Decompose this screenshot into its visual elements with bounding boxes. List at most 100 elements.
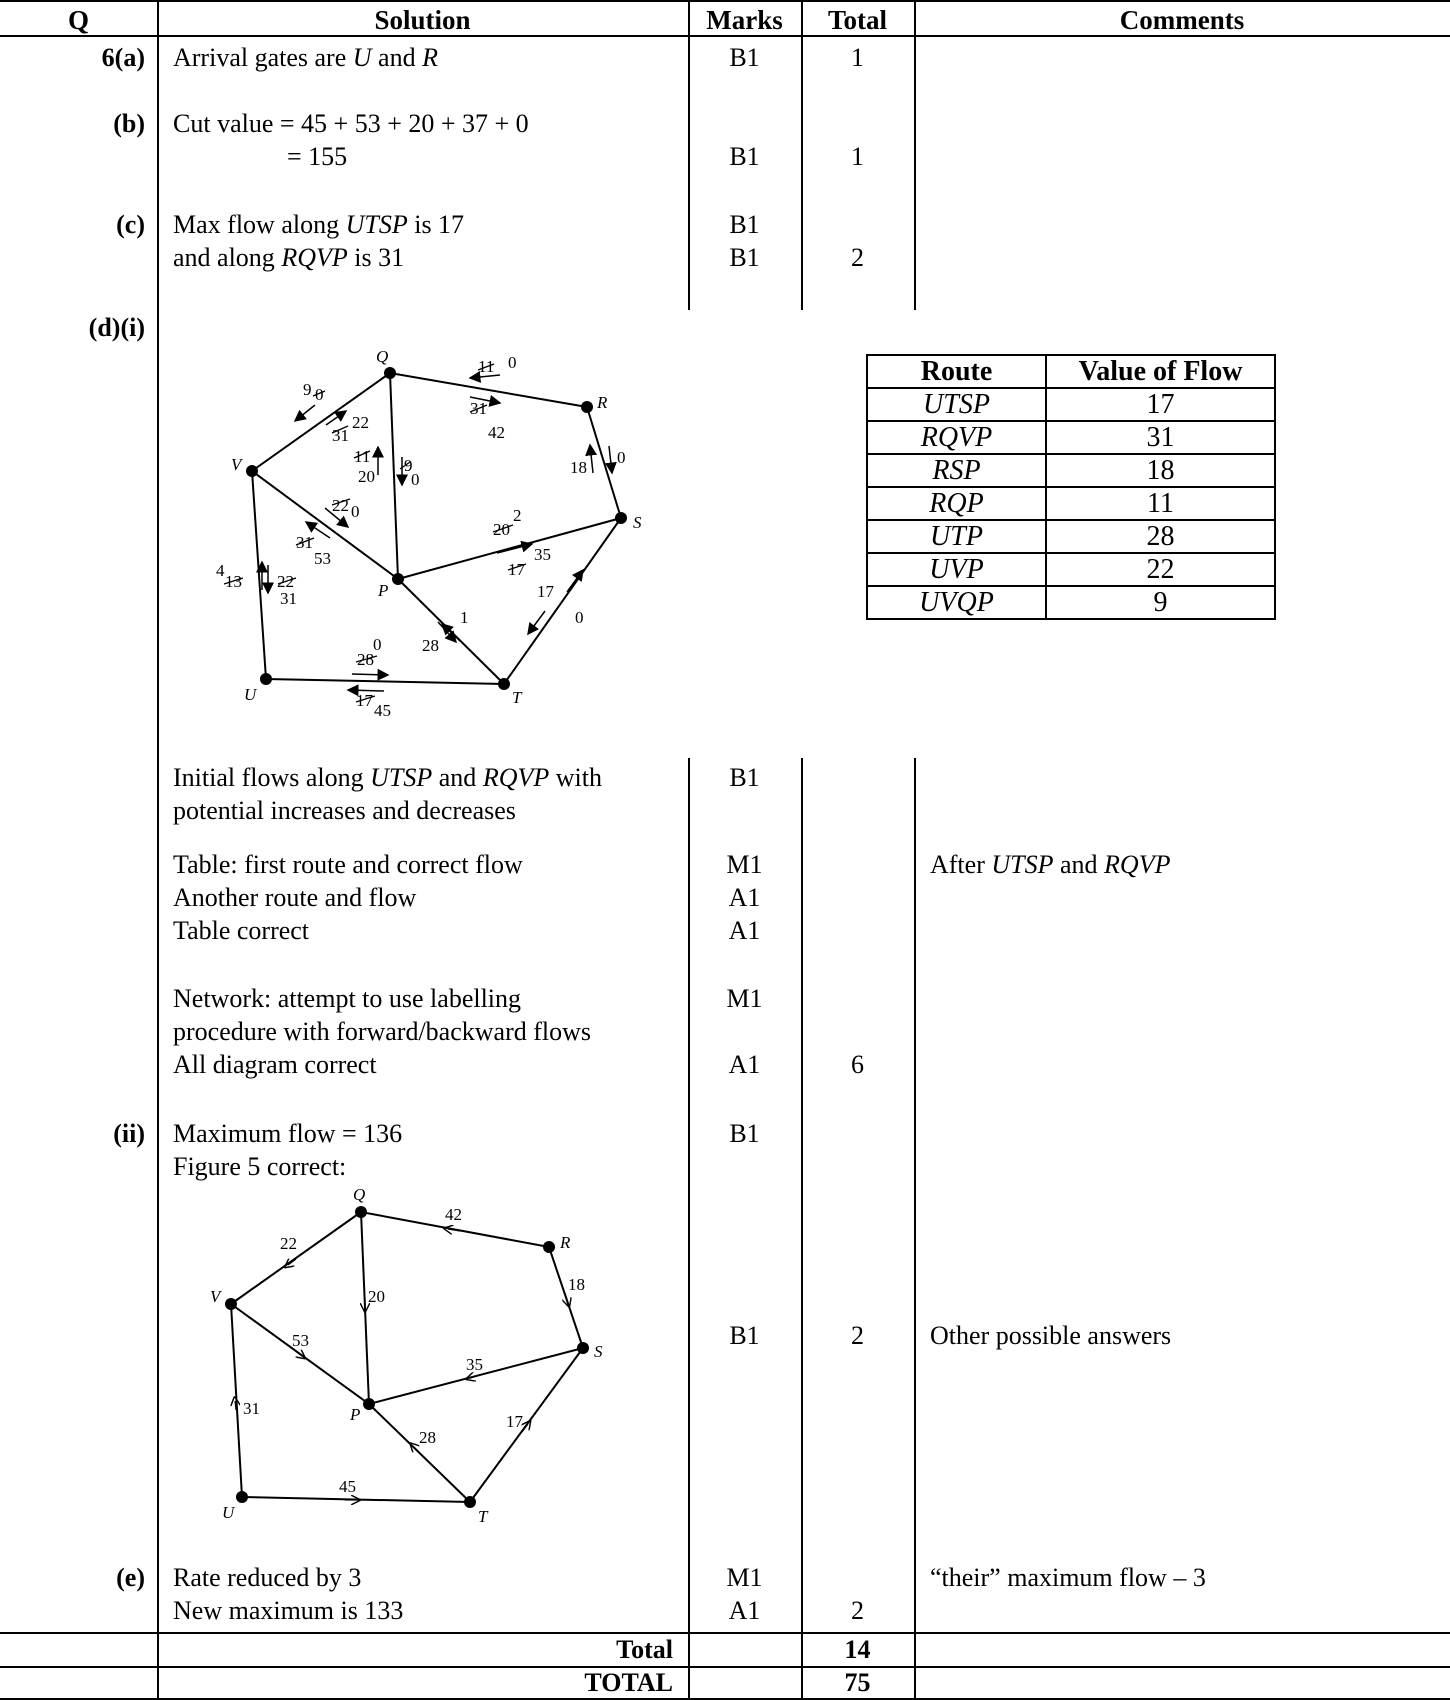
col-q-divider — [157, 0, 159, 1700]
mark-d-i-4: A1 — [728, 916, 761, 945]
edge-PS — [397, 517, 622, 580]
route-table-header-route: Route — [866, 354, 1047, 389]
q-label-a: 6(a) — [101, 43, 145, 72]
edge-TS — [503, 517, 622, 685]
svg-text:4: 4 — [216, 561, 225, 580]
svg-text:17: 17 — [537, 582, 555, 601]
node-label-V: V — [231, 455, 244, 474]
flow-network-diagram-1: Q R S V P U T 11 0 31 42 9 0 31 22 11 20… — [216, 347, 642, 720]
svg-text:53: 53 — [292, 1331, 309, 1350]
svg-text:22: 22 — [280, 1234, 297, 1253]
solution-d-ii-line2: Figure 5 correct: — [173, 1152, 347, 1181]
mark-d-i-6: A1 — [728, 1050, 761, 1079]
svg-text:17: 17 — [356, 691, 374, 710]
svg-text:U: U — [222, 1503, 236, 1522]
node-label-P: P — [377, 581, 388, 600]
header-comments: Comments — [1119, 5, 1245, 35]
node-V — [225, 1298, 237, 1310]
svg-text:1: 1 — [460, 608, 469, 627]
node-label-T: T — [512, 688, 523, 707]
total-e: 2 — [851, 1596, 864, 1625]
node-label-U: U — [244, 685, 258, 704]
mark-d-i-3: A1 — [728, 883, 761, 912]
svg-text:V: V — [210, 1287, 223, 1306]
mark-d-i-5: M1 — [726, 984, 763, 1013]
svg-text:31: 31 — [332, 426, 349, 445]
mark-b: B1 — [729, 142, 760, 171]
solution-e-line1: Rate reduced by 3 — [173, 1563, 362, 1592]
svg-text:0: 0 — [373, 635, 382, 654]
svg-text:31: 31 — [470, 399, 487, 418]
svg-text:35: 35 — [466, 1355, 483, 1374]
svg-text:31: 31 — [280, 589, 297, 608]
mark-d-i-1: B1 — [729, 763, 760, 792]
solution-d-i-line5: Table correct — [173, 916, 310, 945]
q-label-d-ii: (ii) — [113, 1119, 145, 1148]
header-q: Q — [67, 5, 89, 35]
comment-d-i: After UTSP and RQVP — [930, 850, 1171, 879]
svg-text:0: 0 — [508, 353, 517, 372]
edge-VU — [230, 1303, 243, 1498]
svg-text:20: 20 — [368, 1287, 385, 1306]
grand-top-line — [0, 1666, 1450, 1668]
svg-text:T: T — [478, 1507, 489, 1526]
col-total-divider-a — [801, 0, 803, 310]
header-marks: Marks — [706, 5, 783, 35]
node-P — [392, 573, 404, 585]
node-U — [236, 1491, 248, 1503]
svg-text:20: 20 — [358, 467, 375, 486]
node-T — [464, 1496, 476, 1508]
edge-RS — [586, 406, 622, 519]
table-top-line — [0, 0, 1450, 2]
total-d-ii: 2 — [851, 1321, 864, 1350]
svg-text:0: 0 — [575, 608, 584, 627]
header-bottom-line — [0, 35, 1450, 37]
svg-text:18: 18 — [570, 458, 587, 477]
svg-text:2: 2 — [513, 506, 522, 525]
svg-text:17: 17 — [506, 1412, 524, 1431]
solution-d-i-line4: Another route and flow — [173, 883, 417, 912]
node-R — [581, 401, 593, 413]
edge-QR — [360, 1211, 550, 1248]
solution-c-line2: and along RQVP is 31 — [173, 243, 405, 272]
svg-text:31: 31 — [296, 533, 313, 552]
header-solution: Solution — [374, 5, 471, 35]
node-T — [498, 678, 510, 690]
svg-text:13: 13 — [225, 572, 242, 591]
mark-e-2: A1 — [728, 1596, 761, 1625]
svg-text:P: P — [349, 1405, 360, 1424]
svg-text:0: 0 — [351, 502, 360, 521]
solution-d-i-line1: Initial flows along UTSP and RQVP with — [173, 763, 602, 792]
solution-d-i-line2: potential increases and decreases — [173, 796, 516, 825]
svg-text:31: 31 — [243, 1399, 260, 1418]
q-label-e: (e) — [116, 1563, 145, 1592]
col-comments-divider-b — [914, 758, 916, 1698]
node-Q — [384, 367, 396, 379]
q-label-c: (c) — [116, 210, 145, 239]
solution-d-i-line8: All diagram correct — [173, 1050, 377, 1079]
svg-text:R: R — [559, 1233, 571, 1252]
solution-e-line2: New maximum is 133 — [173, 1596, 404, 1625]
svg-text:22: 22 — [277, 572, 294, 591]
total-label: Total — [616, 1635, 673, 1664]
edge-VU — [251, 470, 267, 680]
svg-text:28: 28 — [357, 650, 374, 669]
svg-text:0: 0 — [411, 470, 420, 489]
node-Q — [355, 1206, 367, 1218]
svg-text:45: 45 — [374, 701, 391, 720]
total-a: 1 — [851, 43, 864, 72]
total-value: 14 — [844, 1635, 871, 1664]
svg-text:17: 17 — [508, 560, 526, 579]
flow-network-diagram-2: Q R S V P U T 42 18 22 20 53 35 31 28 17… — [210, 1185, 603, 1526]
solution-d-i-line3: Table: first route and correct flow — [173, 850, 523, 879]
node-P — [363, 1398, 375, 1410]
mark-d-ii-2: B1 — [729, 1321, 760, 1350]
svg-text:42: 42 — [445, 1205, 462, 1224]
edge-QP — [389, 372, 399, 580]
node-label-S: S — [633, 513, 642, 532]
